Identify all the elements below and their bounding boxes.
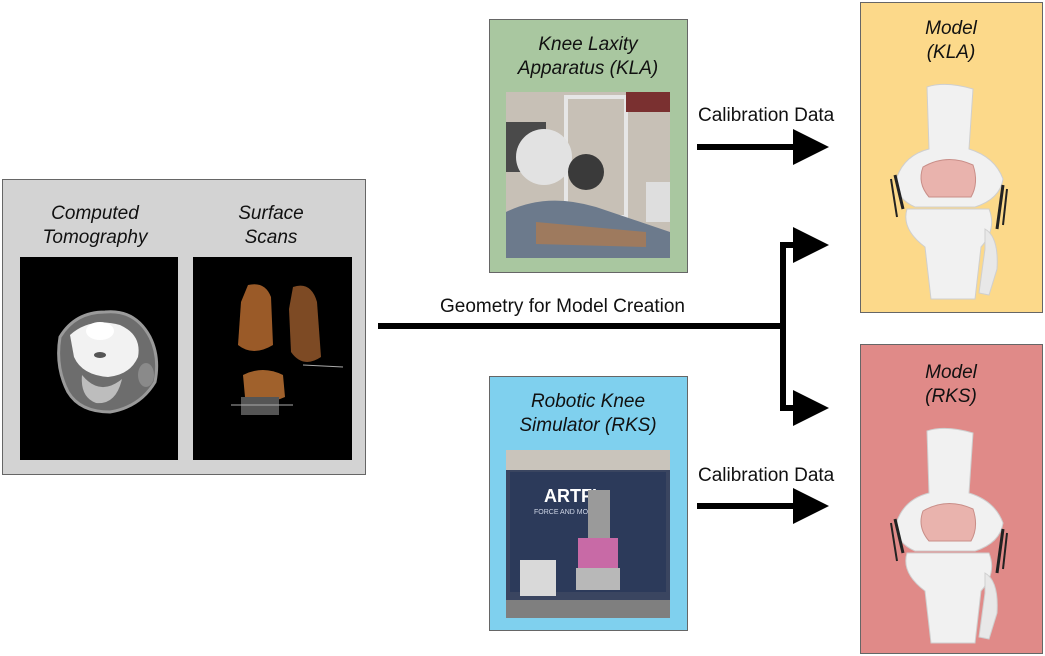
surface-scans-image [193,257,352,460]
ct-image [20,257,178,460]
surface-scans-title: Surface Scans [238,203,304,248]
rks-title: Robotic Knee Simulator (RKS) [519,391,657,436]
calibration-label-top: Calibration Data [698,105,835,126]
calibration-label-bottom: Calibration Data [698,465,835,486]
knee-model-rks [890,427,1008,644]
model-rks-panel: Model (RKS) [860,344,1043,654]
model-rks-title: Model (RKS) [925,362,977,407]
rks-photo-artifi: ARTFI [544,486,597,506]
model-kla-title: Model (KLA) [925,18,977,63]
imaging-panel: Computed Tomography Surface Scans [2,179,366,475]
rks-panel: Robotic Knee Simulator (RKS) ARTFI FORCE… [489,376,688,631]
geometry-label: Geometry for Model Creation [440,296,685,317]
model-kla-panel: Model (KLA) [860,2,1043,313]
rks-photo-force: FORCE AND MOTION [534,509,605,516]
knee-model-kla [890,83,1008,300]
kla-title: Knee Laxity Apparatus (KLA) [517,34,659,79]
ct-title: Computed Tomography [42,203,148,248]
kla-panel: Knee Laxity Apparatus (KLA) [489,19,688,273]
kla-photo [506,92,670,258]
rks-photo: ARTFI FORCE AND MOTION [506,450,670,618]
